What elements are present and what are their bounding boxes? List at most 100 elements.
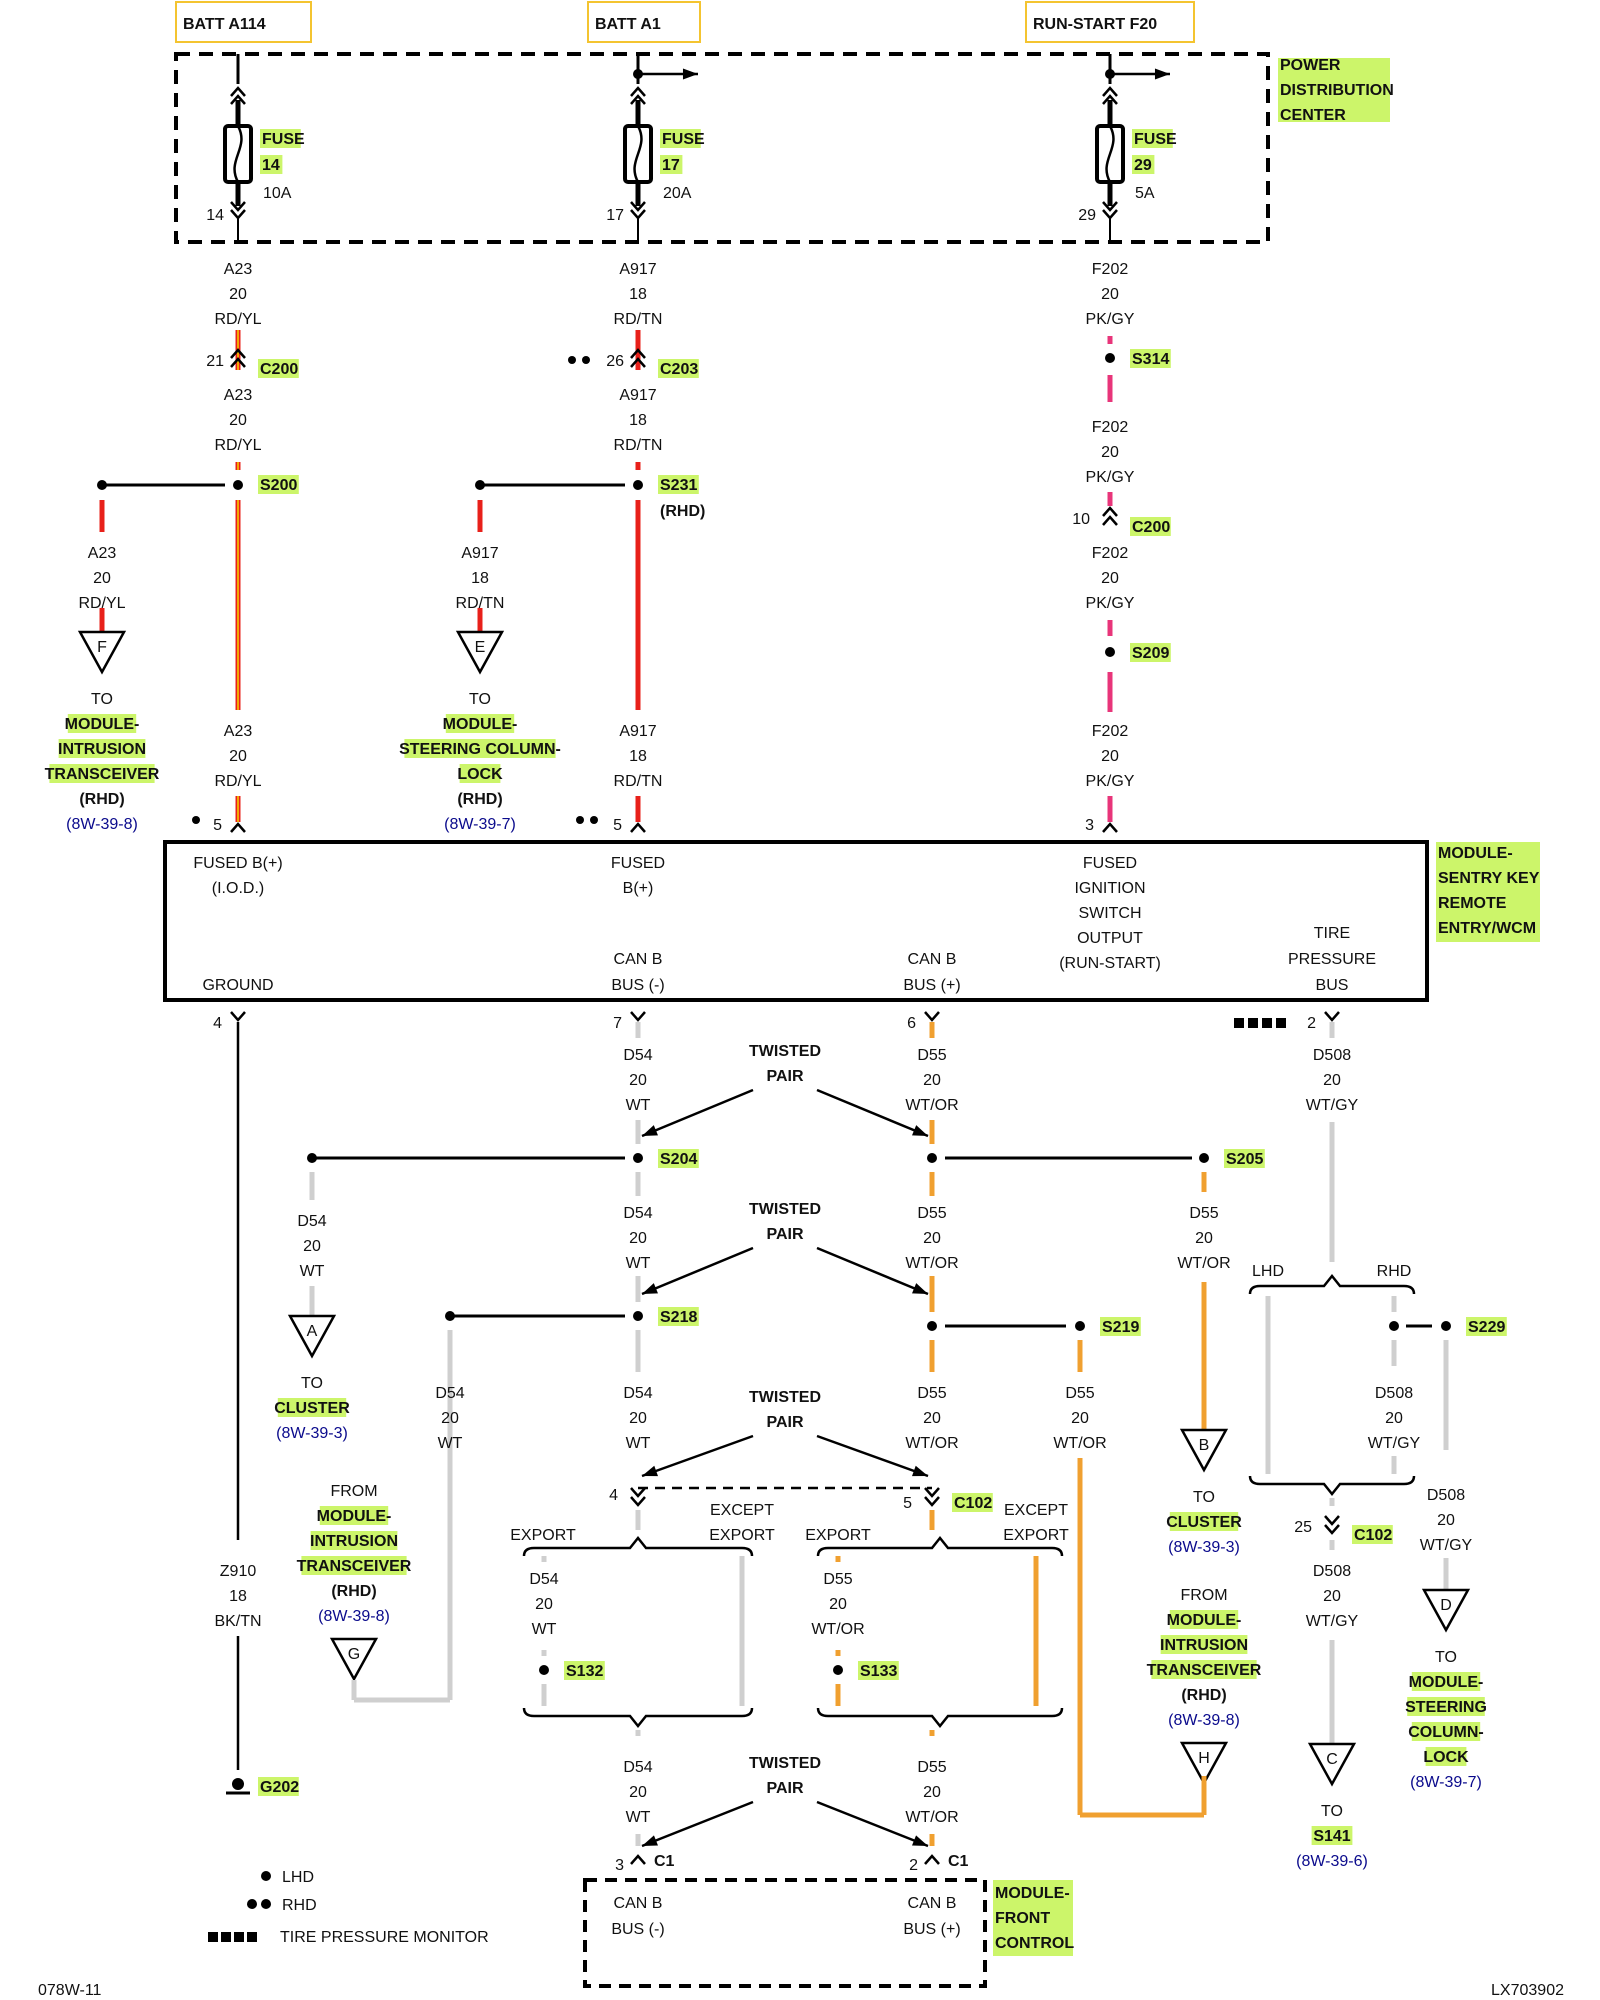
offpage-destination: CLUSTER — [1166, 1514, 1242, 1531]
offpage-destination: LOCK — [457, 766, 503, 783]
wcm-pin-function: CAN B — [908, 951, 957, 968]
highlight — [1130, 517, 1171, 536]
wire-gauge: 20 — [1195, 1230, 1213, 1247]
fcm-pin-label: CAN B — [908, 1895, 957, 1912]
highlight — [310, 1531, 398, 1550]
option-label: RHD — [1377, 1263, 1412, 1280]
splice-dot-icon — [539, 1665, 549, 1675]
wire-color: RD/TN — [614, 437, 663, 454]
inline-connector-icon — [630, 348, 646, 359]
wire-gauge: 20 — [923, 1410, 941, 1427]
circuit-code: D55 — [823, 1571, 852, 1588]
arrowhead-icon — [642, 1283, 658, 1294]
fcm-module-box[interactable] — [583, 1878, 987, 1988]
wire-color: WT/GY — [1420, 1537, 1473, 1554]
inline-connector-icon — [230, 348, 246, 359]
offpage-direction: TO — [1435, 1649, 1457, 1666]
wcm-title-line: SENTRY KEY — [1438, 870, 1540, 887]
wcm-pin-function: OUTPUT — [1077, 930, 1143, 947]
circuit-code: F202 — [1092, 419, 1129, 436]
twisted-pair-label: TWISTED — [749, 1043, 821, 1060]
wcm-pin-function: FUSED — [1083, 855, 1137, 872]
arrowhead-icon — [642, 1465, 658, 1477]
highlight — [658, 475, 699, 494]
highlight — [1100, 1317, 1141, 1336]
circuit-code: D55 — [917, 1047, 946, 1064]
lhd-dot-icon — [261, 1871, 271, 1881]
fuse-terminal-icon — [1102, 86, 1118, 97]
splice-id: S229 — [1468, 1319, 1505, 1336]
tpm-marker-icon — [1262, 1018, 1272, 1028]
wcm-module-box[interactable] — [163, 840, 1429, 1002]
fuse-name: FUSE — [662, 131, 705, 148]
offpage-reference: (8W-39-7) — [444, 816, 516, 833]
wire-gauge: 20 — [1323, 1588, 1341, 1605]
rhd-dot-icon — [247, 1899, 257, 1909]
legend-label: TIRE PRESSURE MONITOR — [280, 1929, 489, 1946]
rhd-marker-icon — [568, 356, 576, 364]
offpage-connector-icon — [287, 1314, 337, 1359]
circuit-code: D508 — [1375, 1385, 1413, 1402]
wire-gauge: 20 — [923, 1784, 941, 1801]
highlight — [49, 764, 155, 783]
offpage-connector-icon — [1307, 1742, 1357, 1787]
inline-connector-icon — [1102, 506, 1118, 517]
connector-id: C203 — [660, 361, 698, 378]
wcm-pin-icon — [924, 1011, 940, 1022]
twisted-pair-label: PAIR — [766, 1414, 803, 1431]
wcm-pin-number: 4 — [213, 1015, 222, 1032]
wire-color: RD/TN — [614, 311, 663, 328]
offpage-connector-icon — [1179, 1428, 1229, 1473]
inline-connector-icon — [1324, 1515, 1340, 1526]
offpage-letter: H — [1198, 1750, 1210, 1767]
circuit-code: D54 — [623, 1385, 652, 1402]
circuit-code: A917 — [461, 545, 498, 562]
wire-color: PK/GY — [1086, 595, 1135, 612]
fuse-terminal-icon — [230, 86, 246, 97]
twisted-pair-arrow — [816, 1246, 929, 1296]
fuse-rating: 10A — [263, 185, 292, 202]
arrowhead-icon — [682, 68, 698, 80]
offpage-letter: F — [97, 639, 107, 656]
fcm-title-line: FRONT — [995, 1910, 1050, 1927]
fcm-pin-icon — [924, 1854, 940, 1865]
highlight — [58, 739, 146, 758]
arrowhead-icon — [642, 1125, 658, 1136]
splice-dot-icon — [927, 1153, 937, 1163]
option-brace — [1248, 1273, 1416, 1295]
fuse-rating: 20A — [663, 185, 692, 202]
circuit-code: D55 — [917, 1385, 946, 1402]
circuit-code: D55 — [1065, 1385, 1094, 1402]
wcm-pin-function: TIRE — [1314, 925, 1350, 942]
fuse-element-icon — [633, 125, 643, 183]
wcm-title-line: REMOTE — [1438, 895, 1507, 912]
ground-id: G202 — [260, 1779, 299, 1796]
legend-label: LHD — [282, 1869, 314, 1886]
pdc-title-line: POWER — [1280, 57, 1341, 74]
offpage-connector-icon — [455, 630, 505, 675]
fuse-number: 29 — [1134, 157, 1152, 174]
offpage-direction: TO — [469, 691, 491, 708]
highlight — [660, 129, 701, 148]
wcm-pin-number: 5 — [213, 817, 222, 834]
connector-pin: 5 — [903, 1495, 912, 1512]
circuit-code: D508 — [1427, 1487, 1465, 1504]
offpage-destination: COLUMN- — [1408, 1724, 1484, 1741]
splice-dot-icon — [1389, 1321, 1399, 1331]
wire-color: BK/TN — [214, 1613, 261, 1630]
wire-gauge: 20 — [1323, 1072, 1341, 1089]
wire-gauge: 20 — [303, 1238, 321, 1255]
circuit-code: D54 — [297, 1213, 326, 1230]
highlight — [258, 1777, 299, 1796]
highlight — [1160, 1635, 1248, 1654]
splice-dot-icon — [633, 1153, 643, 1163]
splice-dot-icon — [307, 1153, 317, 1163]
wcm-pin-function: SWITCH — [1078, 905, 1141, 922]
splice-id: S133 — [860, 1663, 897, 1680]
splice-dot-icon — [475, 480, 485, 490]
connector-pin: 4 — [609, 1487, 618, 1504]
pdc-title-line: CENTER — [1280, 107, 1346, 124]
lhd-marker-icon — [192, 816, 200, 824]
wire-gauge: 20 — [1437, 1512, 1455, 1529]
